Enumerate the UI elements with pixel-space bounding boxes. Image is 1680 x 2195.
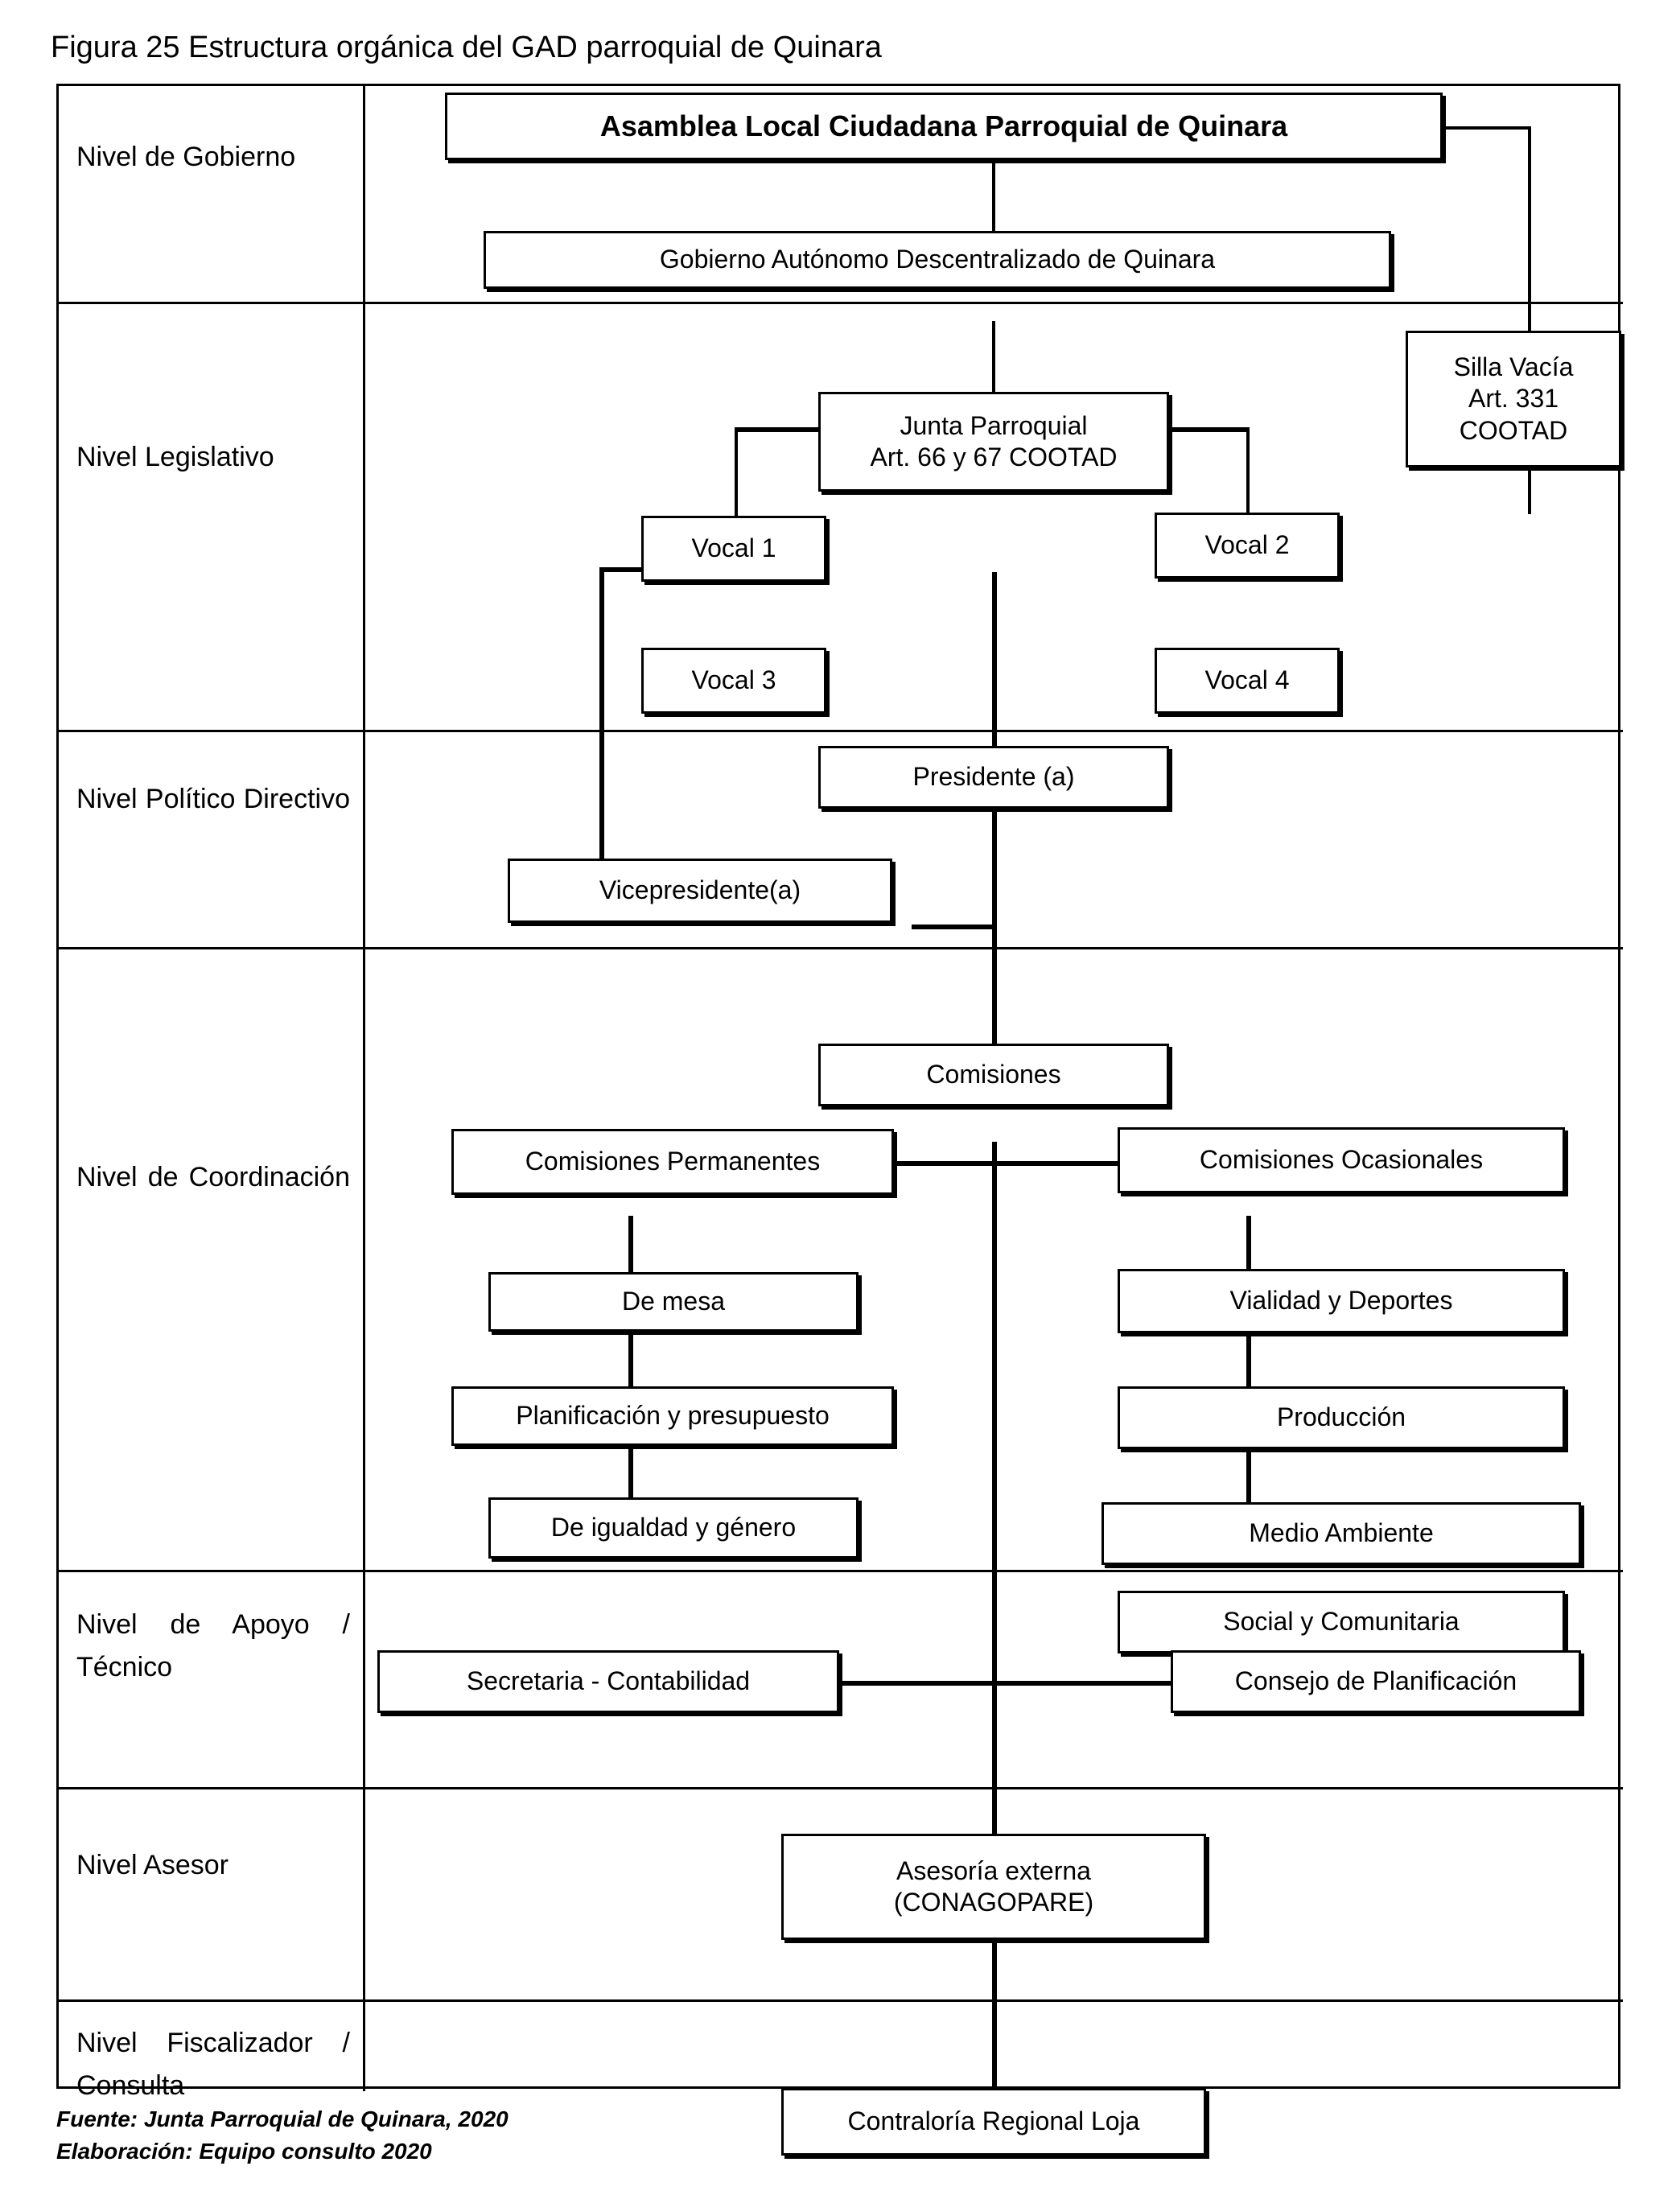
spine-fiscalizador [992,2003,997,2088]
node-medio-ambiente[interactable]: Medio Ambiente [1101,1502,1581,1565]
node-label-line1: Asesoría externa [896,1855,1091,1885]
connector-vocal1-riser [735,427,738,570]
node-vialidad-deportes[interactable]: Vialidad y Deportes [1118,1269,1565,1333]
node-vocal-4[interactable]: Vocal 4 [1155,648,1340,714]
node-label: Presidente (a) [912,762,1075,792]
connector-spine-consejo [992,1681,1172,1686]
connector-produccion-medioambiente [1246,1448,1251,1504]
node-de-mesa[interactable]: De mesa [488,1272,859,1332]
spine-coordinacion [992,1142,997,1573]
node-label-line3: COOTAD [1459,415,1568,445]
connector-gad-junta [992,321,995,392]
node-vocal-3[interactable]: Vocal 3 [641,648,826,714]
node-vocal-2[interactable]: Vocal 2 [1155,513,1340,579]
node-consejo-planificacion[interactable]: Consejo de Planificación [1171,1650,1581,1713]
node-comisiones-permanentes[interactable]: Comisiones Permanentes [451,1129,894,1195]
connector-junta-right-stub [1163,427,1250,432]
connector-junta-left-stub [735,427,823,432]
level-label-politico: Nivel Político Directivo [76,784,350,814]
node-label: Vocal 2 [1204,530,1290,560]
connector-asamblea-gad [992,160,995,231]
node-label: Producción [1276,1402,1406,1432]
node-label: Social y Comunitaria [1223,1607,1460,1637]
node-label-line1: Junta Parroquial [900,410,1088,440]
row-divider-coordinacion [59,1570,1623,1572]
connector-vicepresidente-spine [912,925,995,929]
node-label: Comisiones [926,1060,1061,1089]
node-label: Comisiones Permanentes [525,1147,821,1176]
node-silla-vacia[interactable]: Silla Vacía Art. 331 COOTAD [1406,331,1621,467]
node-label: Vialidad y Deportes [1229,1286,1453,1316]
spine-to-comisiones [992,952,997,1045]
connector-mesa-planificacion [628,1330,633,1390]
spine-politico [992,735,997,952]
node-asesoria-externa[interactable]: Asesoría externa (CONAGOPARE) [781,1834,1206,1940]
node-label: Gobierno Autónomo Descentralizado de Qui… [659,245,1216,274]
level-label-fiscalizador: Nivel Fiscalizador / Consulta [76,2028,350,2101]
node-gad-quinara[interactable]: Gobierno Autónomo Descentralizado de Qui… [484,231,1391,289]
row-divider-politico [59,947,1623,949]
node-secretaria-contabilidad[interactable]: Secretaria - Contabilidad [377,1650,839,1713]
connector-vocal1-left-stub [599,567,680,572]
node-label: Asamblea Local Ciudadana Parroquial de Q… [599,109,1288,143]
connector-secretaria-spine [836,1681,997,1686]
node-label-line2: Art. 331 [1468,384,1559,414]
node-presidente[interactable]: Presidente (a) [818,746,1169,809]
node-label: Vocal 3 [691,665,776,695]
source-line: Fuente: Junta Parroquial de Quinara, 202… [56,2106,509,2131]
connector-planificacion-igualdad [628,1441,633,1501]
node-label: Vocal 1 [691,533,776,563]
level-label-coordinacion: Nivel de Coordinación [76,1162,350,1192]
node-vicepresidente[interactable]: Vicepresidente(a) [508,859,892,923]
connector-permanentes-spine [894,1161,1000,1166]
node-label: Medio Ambiente [1249,1518,1434,1548]
node-label-line2: (CONAGOPARE) [893,1888,1094,1917]
connector-vialidad-produccion [1246,1332,1251,1388]
node-label: Vicepresidente(a) [599,875,801,905]
connector-spine-ocasionales [992,1161,1118,1166]
level-label-legislativo: Nivel Legislativo [76,442,274,472]
node-planificacion-presupuesto[interactable]: Planificación y presupuesto [451,1386,894,1446]
figure-title: Figura 25 Estructura orgánica del GAD pa… [51,31,882,64]
row-divider-apoyo [59,1787,1623,1789]
column-divider [363,86,365,2091]
row-divider-asesor [59,1999,1623,2002]
connector-permanentes-mesa [628,1216,633,1275]
node-comisiones[interactable]: Comisiones [818,1044,1169,1106]
connector-vocal2-riser [1246,427,1250,570]
node-junta-parroquial[interactable]: Junta Parroquial Art. 66 y 67 COOTAD [818,392,1169,492]
node-label: De mesa [621,1287,726,1316]
spine-apoyo [992,1573,997,1834]
node-social-comunitaria[interactable]: Social y Comunitaria [1118,1591,1565,1653]
node-label: Consejo de Planificación [1234,1666,1517,1696]
node-label: Planificación y presupuesto [516,1401,830,1431]
figure-source-note: Fuente: Junta Parroquial de Quinara, 202… [56,2103,509,2168]
row-divider-legislativo [59,730,1623,732]
node-igualdad-genero[interactable]: De igualdad y género [488,1497,859,1559]
node-comisiones-ocasionales[interactable]: Comisiones Ocasionales [1118,1127,1565,1193]
connector-silla-riser [1528,126,1531,514]
elaboration-line: Elaboración: Equipo consulto 2020 [56,2138,432,2164]
node-label-line2: Art. 66 y 67 COOTAD [870,443,1118,472]
connector-ocasionales-vialidad [1246,1216,1251,1272]
node-produccion[interactable]: Producción [1118,1386,1565,1449]
level-label-apoyo: Nivel de Apoyo / Técnico [76,1609,350,1682]
spine-asesor [992,1921,997,2003]
node-label: Secretaria - Contabilidad [466,1666,751,1696]
node-label: Vocal 4 [1204,665,1290,695]
connector-vicepresidente-riser [599,567,604,873]
node-label: De igualdad y género [550,1513,797,1542]
connector-asamblea-right-stub [1443,126,1531,130]
node-contraloria-regional-loja[interactable]: Contraloría Regional Loja [781,2088,1206,2156]
node-label: Comisiones Ocasionales [1199,1145,1484,1175]
level-label-asesor: Nivel Asesor [76,1850,229,1880]
org-chart-table: Nivel de Gobierno Nivel Legislativo Nive… [56,84,1623,2156]
node-vocal-1[interactable]: Vocal 1 [641,516,826,582]
level-label-gobierno: Nivel de Gobierno [76,142,296,172]
node-label: Contraloría Regional Loja [847,2106,1140,2136]
spine-legislativo [992,572,997,735]
node-label-line1: Silla Vacía [1453,352,1574,382]
row-divider-gobierno [59,302,1623,304]
node-asamblea-local-ciudadana[interactable]: Asamblea Local Ciudadana Parroquial de Q… [445,93,1443,160]
